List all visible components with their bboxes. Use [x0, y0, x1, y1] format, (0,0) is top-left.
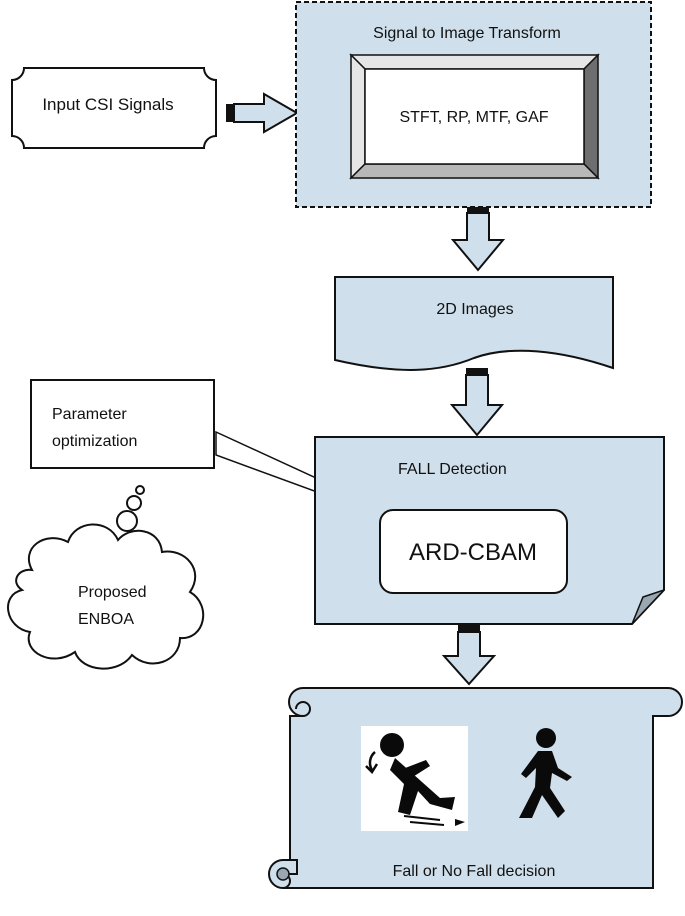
output-scroll-shape: [268, 687, 683, 889]
thought-bubbles: [116, 485, 145, 532]
cloud-shape: [7, 523, 205, 670]
detection-node: FALL Detection ARD-CBAM: [314, 436, 665, 625]
detection-title: FALL Detection: [398, 461, 507, 478]
callout-line-1: Parameter: [52, 406, 127, 423]
transform-node: Signal to Image Transform STFT, RP, MTF,…: [295, 1, 652, 208]
images-node: 2D Images: [334, 276, 614, 371]
model-box: [379, 509, 568, 594]
cloud-line-1: Proposed: [78, 584, 147, 601]
arrow-input-to-transform: [226, 92, 300, 134]
callout-box: [30, 379, 215, 469]
output-node: Fall or No Fall decision: [268, 687, 683, 889]
input-csi-node: Input CSI Signals: [11, 67, 217, 149]
falling-person-icon: [361, 726, 468, 831]
cloud-line-2: ENBOA: [78, 611, 134, 628]
arrow-detection-to-output: [441, 625, 497, 686]
transform-title: Signal to Image Transform: [373, 25, 561, 42]
input-csi-label: Input CSI Signals: [42, 95, 173, 114]
images-document-shape: [334, 276, 614, 371]
scroll-top-curl: [295, 700, 311, 717]
input-plaque-shape: [11, 67, 217, 149]
arrow-images-to-detection: [449, 368, 505, 437]
images-label: 2D Images: [436, 301, 513, 318]
walking-person-icon: [519, 728, 572, 818]
callout-line-2: optimization: [52, 433, 137, 450]
model-label: ARD-CBAM: [409, 539, 537, 566]
detection-fold: [631, 589, 665, 625]
arrow-transform-to-images: [450, 207, 506, 272]
enboa-cloud: Proposed ENBOA: [7, 523, 205, 670]
transform-bevel-frame: [349, 53, 600, 180]
transform-methods: STFT, RP, MTF, GAF: [399, 109, 548, 126]
output-label: Fall or No Fall decision: [393, 863, 556, 880]
